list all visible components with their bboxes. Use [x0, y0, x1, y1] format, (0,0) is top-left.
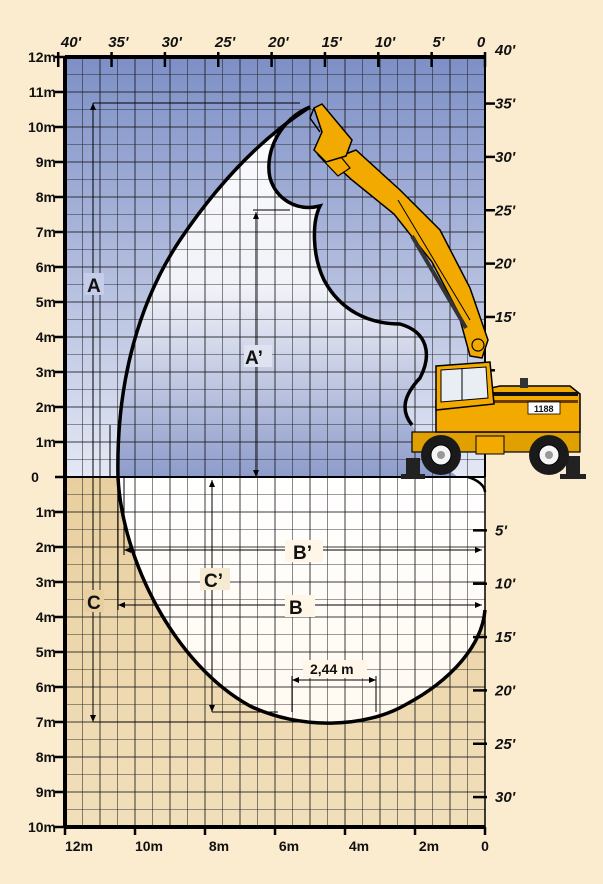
- left-meter-label: 6m: [36, 259, 56, 275]
- left-meter-label: 3m: [36, 364, 56, 380]
- wheeled-excavator-icon: [309, 103, 586, 479]
- bottom-meter-label: 8m: [209, 838, 229, 854]
- top-feet-label: 10': [375, 34, 396, 51]
- bucket-width-label: 2,44 m: [310, 661, 354, 677]
- axis-labels: 40' 35' 30' 25' 20' 15' 10' 5' 0 12m 11m 10m 9m 8m 7m 6…: [28, 34, 516, 854]
- bottom-meter-label: 2m: [419, 838, 439, 854]
- left-meter-label: 1m: [36, 504, 56, 520]
- left-meter-label: 10m: [28, 119, 56, 135]
- left-meter-label: 10m: [28, 819, 56, 835]
- dim-label-a: A: [87, 276, 101, 297]
- dimension-labels: A A’ C C’ B’ B 2,44 m: [84, 273, 367, 678]
- top-feet-label: 30': [162, 34, 183, 51]
- top-feet-label: 15': [322, 34, 343, 51]
- left-meter-label: 8m: [36, 189, 56, 205]
- machine-model-badge: 1188: [534, 404, 554, 414]
- top-feet-label: 35': [108, 34, 129, 51]
- right-feet-label: 15': [495, 309, 516, 326]
- right-feet-label: 40': [494, 42, 516, 59]
- ground-zero-label: 0: [31, 469, 39, 485]
- top-feet-label: 40': [60, 34, 82, 51]
- right-feet-label: 30': [495, 789, 516, 806]
- left-meter-label: 2m: [36, 539, 56, 555]
- bottom-meter-label: 0: [481, 838, 489, 854]
- right-feet-label: 20': [494, 682, 516, 699]
- left-meter-label: 4m: [36, 609, 56, 625]
- left-meter-label: 6m: [36, 679, 56, 695]
- right-feet-label: 15': [495, 629, 516, 646]
- right-feet-label: 5': [495, 522, 507, 539]
- dim-label-a-prime: A’: [245, 348, 263, 369]
- right-feet-label: 35': [495, 96, 516, 113]
- top-feet-label: 25': [214, 34, 236, 51]
- left-meter-label: 8m: [36, 749, 56, 765]
- right-feet-label: 20': [494, 256, 516, 273]
- dim-label-c: C: [87, 593, 101, 614]
- left-meter-label: 1m: [36, 434, 56, 450]
- left-meter-label: 5m: [36, 644, 56, 660]
- top-feet-label: 20': [267, 34, 289, 51]
- left-meter-label: 7m: [36, 224, 56, 240]
- left-meter-label: 2m: [36, 399, 56, 415]
- right-feet-label: 30': [495, 149, 516, 166]
- left-meter-label: 12m: [28, 49, 56, 65]
- left-meter-label: 9m: [36, 154, 56, 170]
- right-feet-label: 25': [494, 736, 516, 753]
- top-feet-label: 5': [432, 34, 444, 51]
- right-feet-label: 25': [494, 202, 516, 219]
- left-meter-label: 3m: [36, 574, 56, 590]
- left-meter-label: 5m: [36, 294, 56, 310]
- dim-label-b-prime: B’: [293, 543, 312, 564]
- bottom-meter-label: 10m: [135, 838, 163, 854]
- digging-envelope-below: [116, 476, 487, 725]
- bottom-meter-label: 4m: [349, 838, 369, 854]
- top-feet-label: 0: [477, 34, 486, 51]
- bottom-meter-label: 6m: [279, 838, 299, 854]
- bottom-meter-label: 12m: [65, 838, 93, 854]
- left-meter-label: 9m: [36, 784, 56, 800]
- left-meter-label: 7m: [36, 714, 56, 730]
- right-feet-label: 10': [495, 576, 516, 593]
- left-meter-label: 11m: [29, 84, 56, 100]
- dim-label-c-prime: C’: [204, 571, 223, 592]
- dim-label-b: B: [289, 598, 303, 619]
- dimension-lines: [90, 102, 482, 723]
- digging-envelope-above: [116, 105, 429, 478]
- left-meter-label: 4m: [36, 329, 56, 345]
- axis-ticks: [55, 52, 495, 835]
- bucket-arc: [467, 475, 487, 493]
